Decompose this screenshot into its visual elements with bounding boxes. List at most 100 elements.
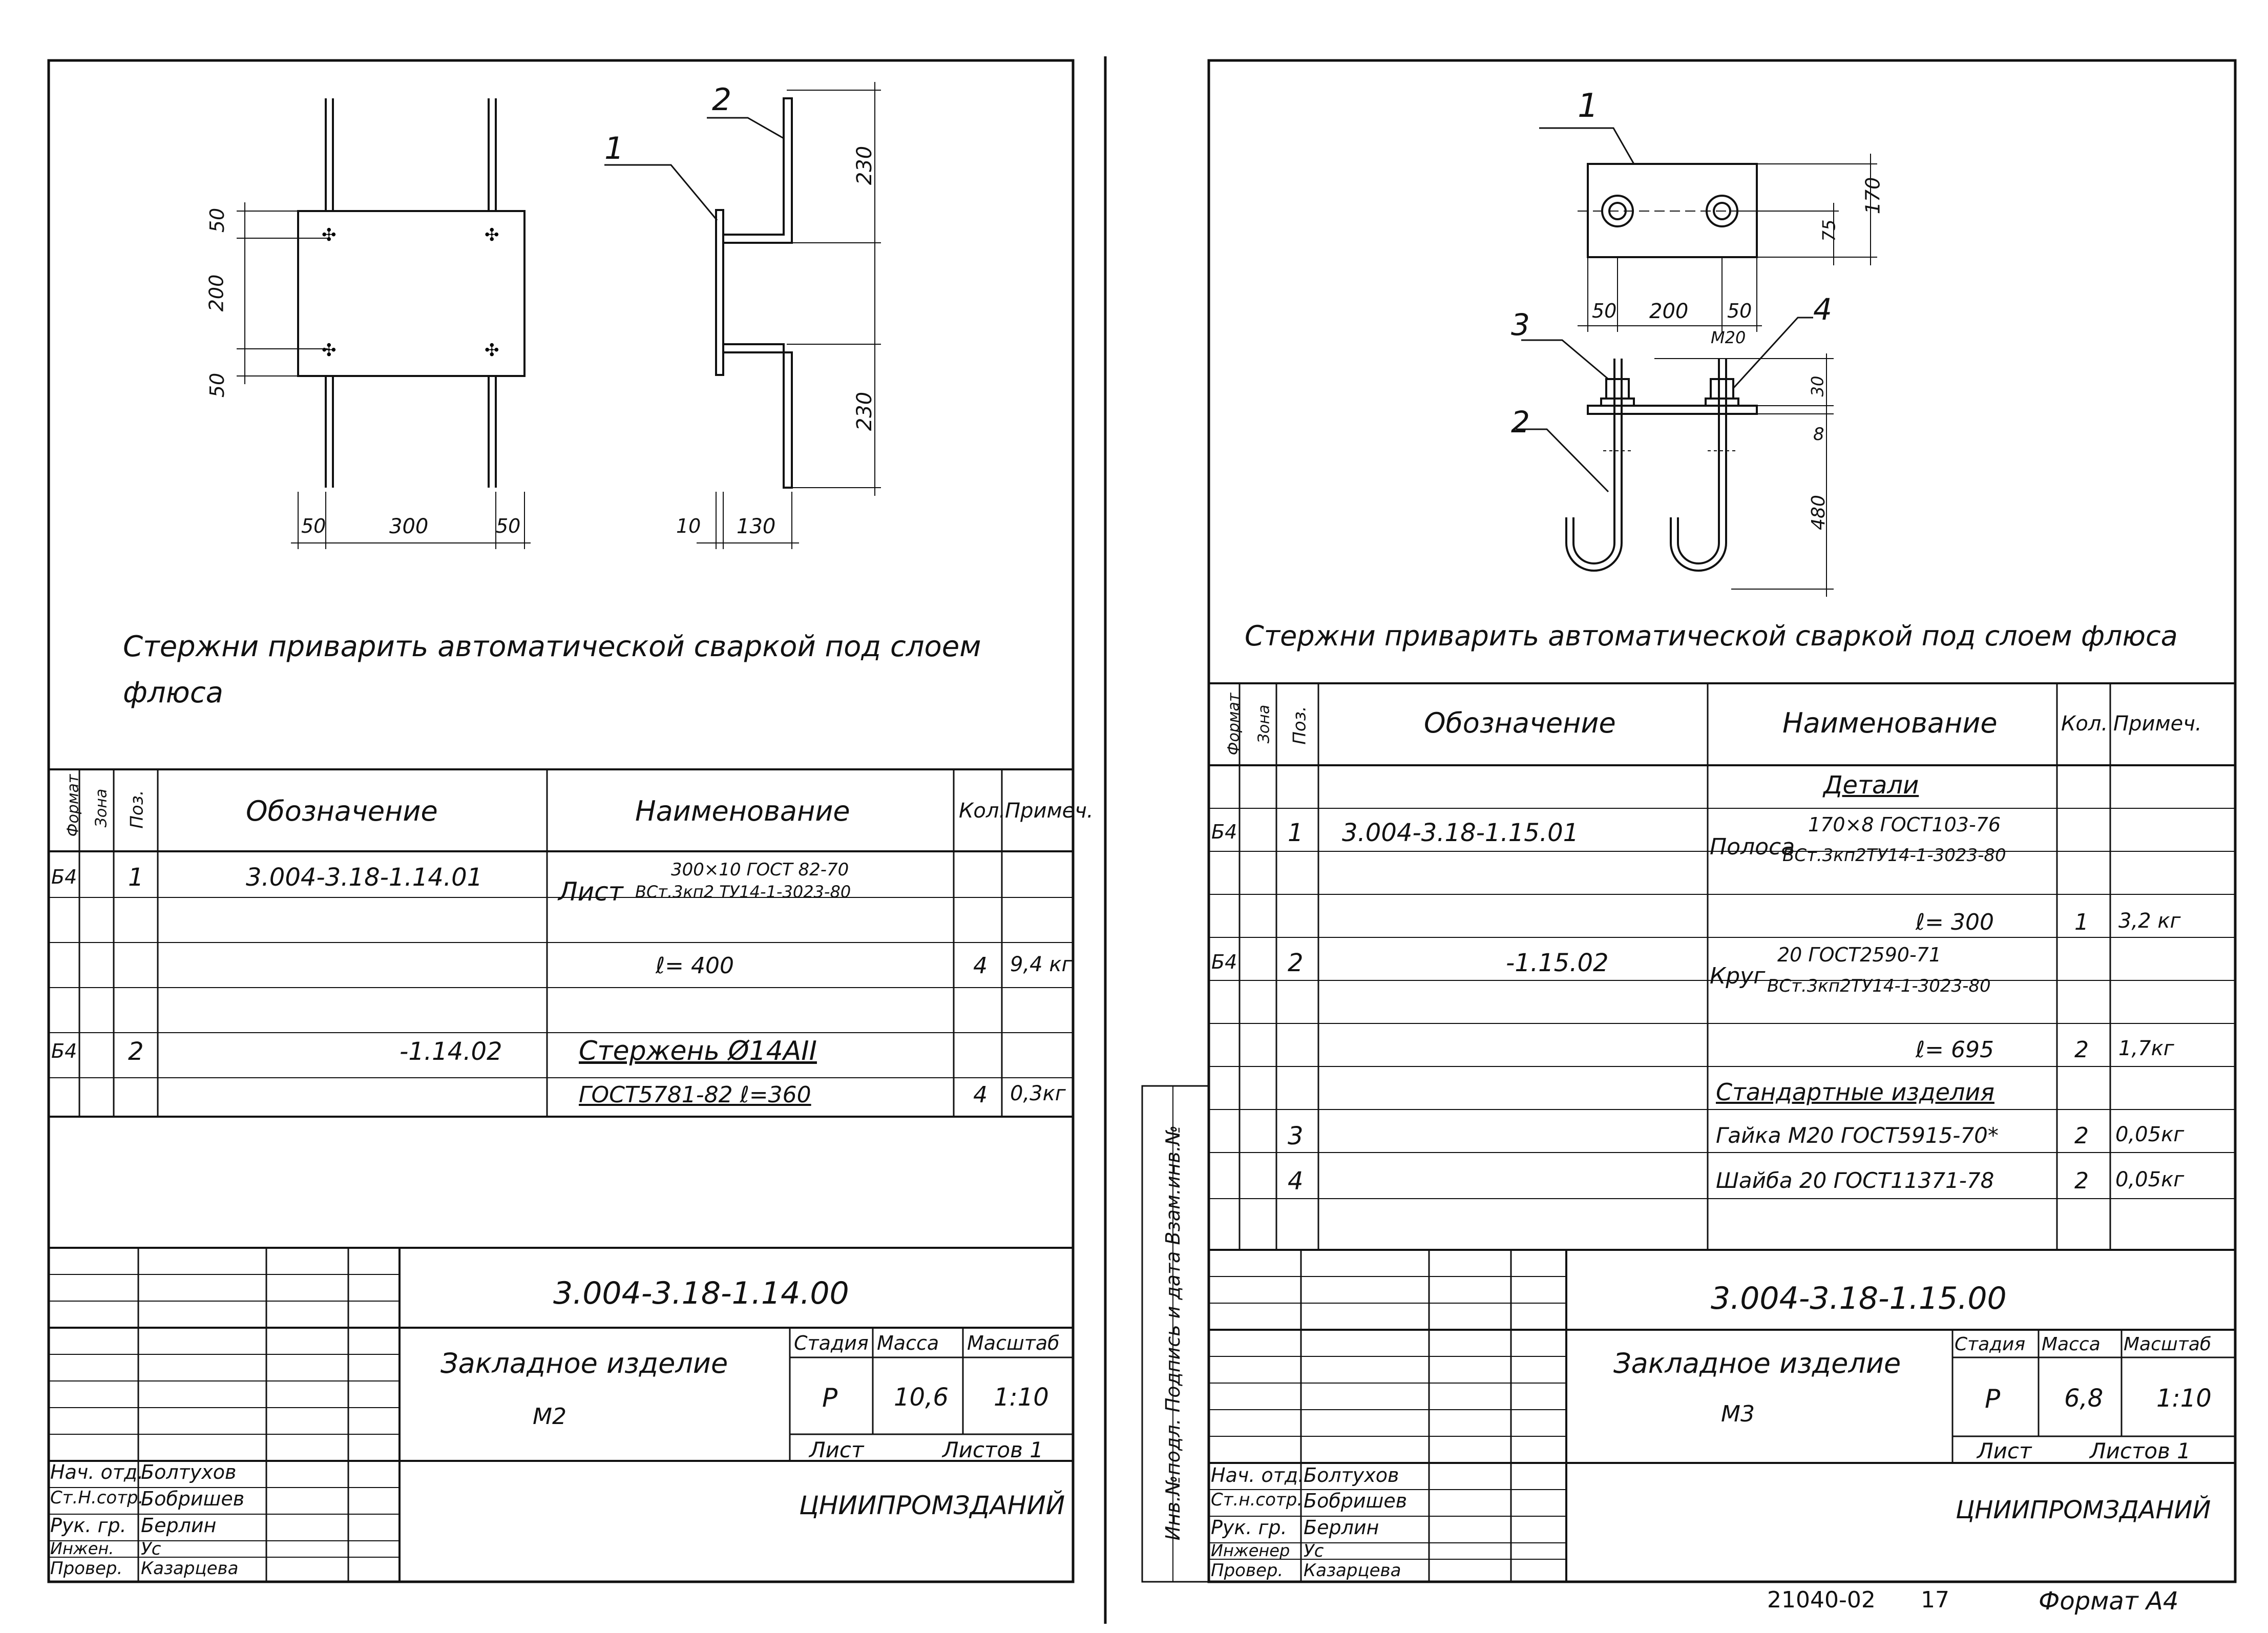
right-pos-4-label: 4 (1813, 292, 1832, 327)
right-row5-note: 0,05кг (2115, 1123, 2185, 1146)
right-anchor-view (1516, 317, 1834, 597)
left-row1-name-sup: 300×10 ГОСТ 82-70 (671, 860, 849, 880)
left-signer-role-5: Провер. (50, 1558, 123, 1579)
right-row4-note: 1,7кг (2118, 1037, 2174, 1060)
dim-right-50a: 50 (1592, 300, 1617, 322)
left-signer-name-3: Берлин (141, 1514, 217, 1537)
left-row3-designation: -1.14.02 (400, 1037, 502, 1066)
left-note-line-1: Стержни приварить автоматической сваркой… (123, 630, 981, 663)
right-row3-name-sup: 20 ГОСТ2590-71 (1777, 944, 1942, 966)
right-row1-name-sup: 170×8 ГОСТ103-76 (1808, 813, 2001, 836)
left-mass-label: Масса (877, 1332, 939, 1354)
right-row3-name: Круг (1710, 963, 1766, 989)
dim-left-130: 130 (737, 515, 776, 538)
right-row1-designation: 3.004-3.18-1.15.01 (1342, 819, 1579, 847)
right-row6-note: 0,05кг (2115, 1168, 2185, 1191)
left-signer-name-4: Ус (141, 1539, 161, 1559)
right-row-details: Детали (1823, 771, 1919, 800)
right-row1-name-sub: ВСт.3кп2ТУ14-1-3023-80 (1782, 845, 2006, 866)
right-row6-name: Шайба 20 ГОСТ11371-78 (1716, 1168, 1994, 1193)
svg-text:✣: ✣ (322, 340, 337, 361)
dim-left-50-left: 50 (301, 515, 326, 537)
right-row5-qty: 2 (2074, 1123, 2089, 1149)
left-hdr-name: Наименование (635, 795, 850, 827)
right-title-block-lines (1209, 1249, 2235, 1582)
right-row4-qty: 2 (2074, 1037, 2089, 1063)
right-side-stamp: Инв.№подл. Подпись и дата Взам.инв.№ (1162, 1125, 1184, 1541)
left-hdr-pos: Поз. (127, 790, 148, 829)
right-row2-name: ℓ= 300 (1916, 909, 1994, 935)
left-scale: 1:10 (994, 1383, 1049, 1412)
left-doc-number: 3.004-3.18-1.14.00 (553, 1275, 849, 1311)
dim-right-170: 170 (1861, 177, 1884, 215)
left-note-line-2: флюса (123, 676, 223, 709)
right-side-stamp-lines (1141, 1085, 1210, 1583)
dim-right-75: 75 (1819, 219, 1840, 242)
right-signer-name-3: Берлин (1304, 1516, 1379, 1539)
left-plan-view: ✣ ✣ ✣ ✣ (237, 98, 531, 549)
right-row1-format: Б4 (1211, 821, 1237, 843)
dim-left-230-bottom: 230 (853, 391, 877, 431)
dim-left-200: 200 (205, 274, 228, 312)
right-sheets-label: Листов 1 (2090, 1438, 2191, 1463)
footer-page: 17 (1921, 1587, 1949, 1613)
left-row3-format: Б4 (51, 1040, 77, 1062)
left-sheets-label: Листов 1 (942, 1437, 1043, 1462)
left-stage-label: Стадия (794, 1332, 869, 1354)
left-row3-pos: 2 (128, 1037, 144, 1066)
right-signer-role-4: Инженер (1211, 1541, 1290, 1560)
svg-text:✣: ✣ (485, 340, 499, 361)
left-title-block-lines (49, 1247, 1073, 1582)
left-pos-2-label: 2 (712, 82, 732, 118)
left-spec-table-lines (49, 768, 1073, 1118)
left-stage: Р (822, 1383, 838, 1413)
right-plate-view (1539, 127, 1877, 332)
dim-right-200: 200 (1649, 300, 1689, 323)
left-hdr-note: Примеч. (1005, 799, 1094, 823)
right-row3-name-sub: ВСт.3кп2ТУ14-1-3023-80 (1767, 976, 1991, 996)
right-org: ЦНИИПРОМЗДАНИЙ (1956, 1496, 2211, 1524)
dim-left-50-right: 50 (496, 515, 521, 537)
right-hdr-note: Примеч. (2113, 712, 2202, 736)
right-signer-role-1: Нач. отд. (1211, 1464, 1305, 1487)
svg-text:✣: ✣ (485, 225, 499, 245)
right-note-line-1: Стержни приварить автоматической сваркой… (1245, 620, 2178, 652)
right-signer-name-4: Ус (1304, 1541, 1324, 1561)
left-row4-qty: 4 (973, 1082, 988, 1108)
right-row3-format: Б4 (1211, 951, 1237, 973)
right-item-title: Закладное изделие (1613, 1347, 1901, 1379)
left-row2-qty: 4 (973, 953, 988, 979)
left-signer-name-5: Казарцева (141, 1558, 239, 1579)
left-row1-name-sub: ВСт.3кп2 ТУ14-1-3023-80 (635, 882, 851, 902)
dim-right-480: 480 (1808, 495, 1829, 530)
right-signer-role-5: Провер. (1211, 1560, 1284, 1581)
right-row6-pos: 4 (1288, 1167, 1304, 1196)
right-doc-number: 3.004-3.18-1.15.00 (1711, 1281, 2007, 1316)
right-stage: Р (1985, 1384, 2001, 1414)
left-row4-name: ГОСТ5781-82 ℓ=360 (579, 1082, 811, 1108)
right-row3-pos: 2 (1288, 949, 1304, 977)
left-scale-label: Масштаб (967, 1332, 1060, 1354)
dim-left-10: 10 (676, 515, 701, 537)
right-hdr-zone: Зона (1255, 704, 1273, 744)
right-hdr-qty: Кол. (2061, 712, 2108, 736)
left-mass: 10,6 (894, 1383, 949, 1412)
right-pos-2-label: 2 (1511, 405, 1530, 439)
left-hdr-zone: Зона (92, 788, 111, 828)
right-item-code: М3 (1721, 1401, 1755, 1427)
left-hdr-qty: Кол. (959, 799, 1006, 823)
right-stage-label: Стадия (1955, 1334, 2026, 1355)
left-pos-1-label: 1 (604, 131, 624, 166)
right-signer-role-2: Ст.н.сотр. (1211, 1490, 1303, 1510)
right-sheet-label: Лист (1977, 1438, 2032, 1463)
right-row-standard: Стандартные изделия (1716, 1078, 1994, 1106)
right-row3-designation: -1.15.02 (1506, 949, 1609, 977)
dim-left-300: 300 (389, 515, 429, 538)
left-row1-format: Б4 (51, 866, 77, 888)
right-signer-name-5: Казарцева (1304, 1560, 1401, 1581)
right-scale-label: Масштаб (2124, 1334, 2212, 1355)
right-row1-pos: 1 (1288, 819, 1304, 847)
right-hdr-designation: Обозначение (1424, 707, 1616, 739)
